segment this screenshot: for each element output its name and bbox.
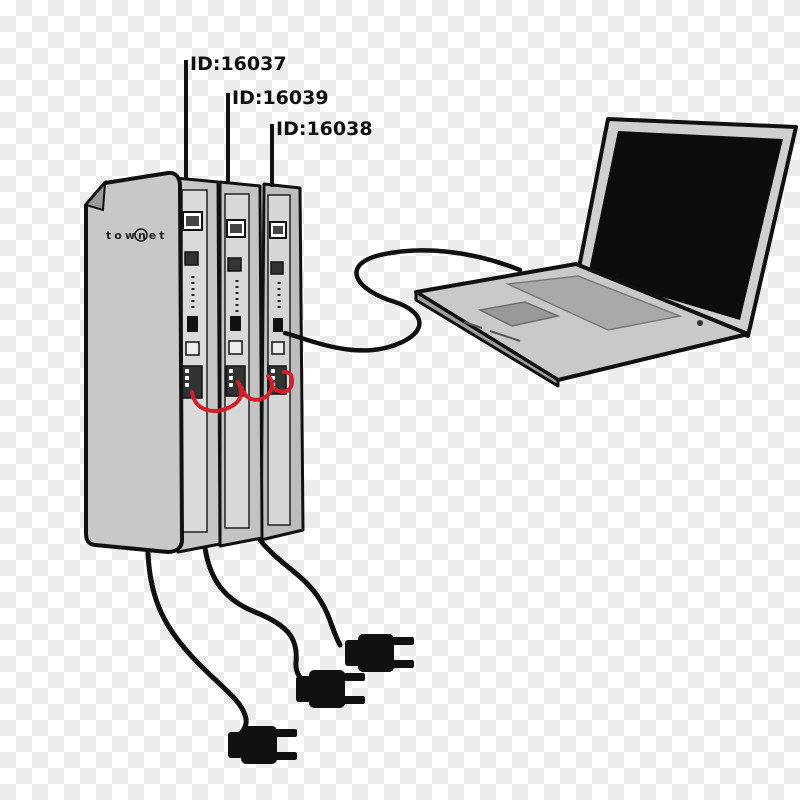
power-cable-2: [202, 545, 308, 686]
jumper-cables: [190, 370, 295, 413]
power-cables: [145, 537, 343, 745]
device-id-label-3: ID:16038: [276, 118, 373, 140]
device-id-label-2: ID:16039: [232, 87, 329, 109]
brand-logo-text: townet: [106, 229, 168, 242]
power-cable-3: [257, 537, 343, 648]
laptop-icon: [414, 117, 798, 388]
laptop-touchpad: [477, 301, 561, 327]
ethernet-cable: [282, 248, 523, 353]
power-plug-icon: [296, 670, 365, 708]
device-module-16038: [259, 182, 305, 542]
power-cable-1: [145, 550, 249, 745]
device-module-16039: [218, 180, 264, 548]
laptop-base-edge: [414, 290, 560, 388]
label-leader-lines: [184, 60, 274, 187]
device-housing: townet: [84, 170, 184, 554]
townet-logo-icon: [134, 228, 148, 242]
townet-device-stack: townet: [84, 170, 305, 554]
device-id-label-1: ID:16037: [190, 53, 287, 75]
laptop-screen: [588, 131, 783, 320]
laptop-keyboard: [505, 275, 683, 331]
power-plug-icon: [228, 726, 297, 764]
power-plug-icon: [345, 634, 414, 672]
